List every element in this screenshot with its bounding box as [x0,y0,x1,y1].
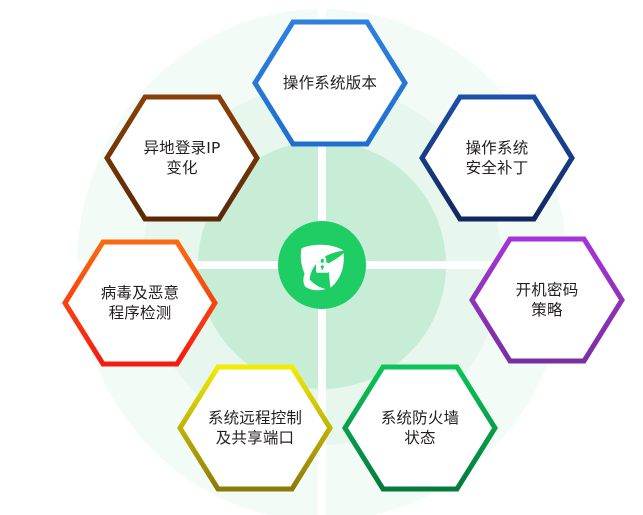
hexagon-hit-system-firewall-status[interactable] [345,367,495,489]
hexagon-hit-os-version[interactable] [255,22,405,144]
hexagon-hit-remote-control-shared-ports[interactable] [180,367,330,489]
shield-lock-mark [300,244,344,291]
hexagon-hit-os-security-patch[interactable] [422,97,572,219]
security-shield-lock-logo [278,221,366,309]
hexagon-hit-boot-password-policy[interactable] [472,239,622,361]
hexagon-hit-virus-malware-detection[interactable] [65,242,215,364]
hexagon-hit-remote-login-ip-change[interactable] [107,97,257,219]
